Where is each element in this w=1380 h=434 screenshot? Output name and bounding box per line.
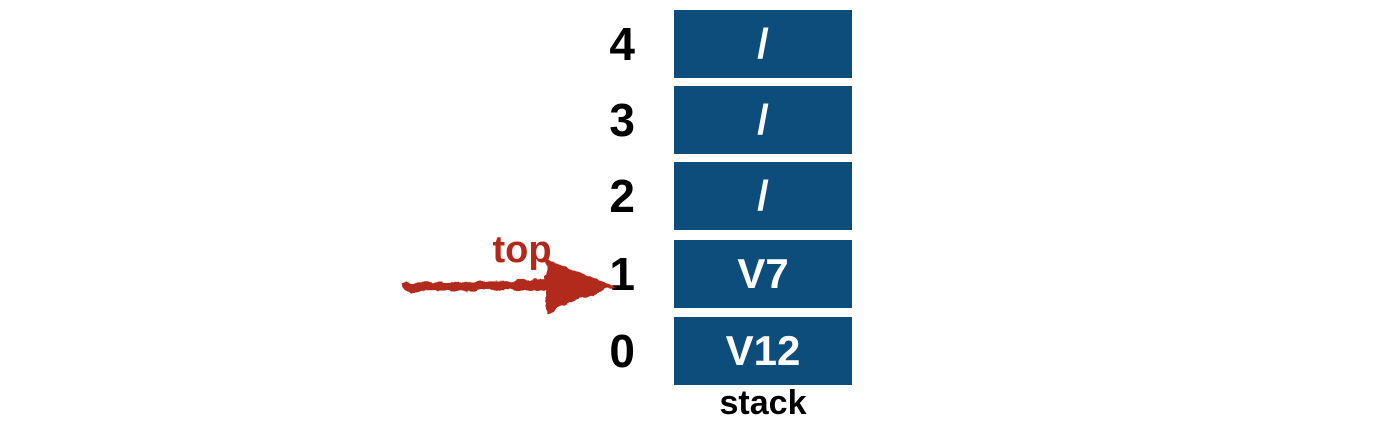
cell-value: /	[757, 172, 769, 219]
cell-value: V12	[725, 327, 801, 374]
cell-index-label: 0	[609, 325, 635, 377]
stack-cell: /	[674, 10, 852, 78]
stack-row: 2 /	[520, 162, 852, 230]
stack-cell: /	[674, 162, 852, 230]
cell-index-label: 2	[609, 170, 635, 222]
stack-cell: /	[674, 86, 852, 154]
stack-row: 0 V12	[520, 317, 852, 385]
cell-index-label: 3	[609, 94, 635, 146]
stack-cell: V12	[674, 317, 852, 385]
top-pointer-label: top	[492, 229, 552, 271]
stack-cell: V7	[674, 240, 852, 308]
stack-row: 1 V7	[520, 240, 852, 308]
cell-value: /	[757, 20, 769, 67]
cell-index-label: 4	[609, 18, 635, 70]
stack-row: 3 /	[520, 86, 852, 154]
top-pointer-arrow-icon	[403, 259, 614, 313]
cell-value: /	[757, 96, 769, 143]
stack-caption: stack	[719, 384, 807, 422]
cell-value: V7	[737, 250, 789, 297]
stack-row: 4 /	[520, 10, 852, 78]
cell-index-label: 1	[609, 248, 635, 300]
